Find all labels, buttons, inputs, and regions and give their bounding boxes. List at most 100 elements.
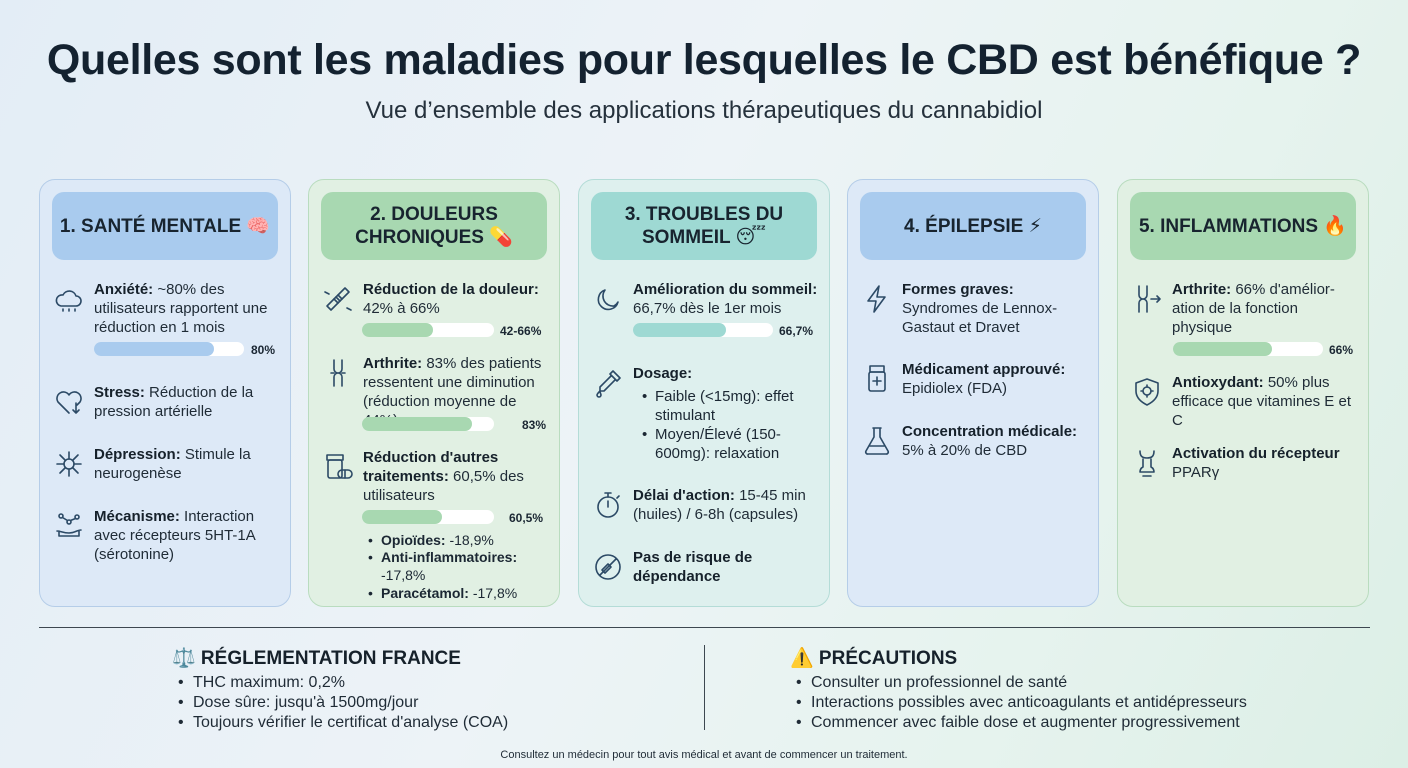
item-label: Stress:	[94, 384, 145, 401]
neuron-icon	[52, 447, 86, 481]
horizontal-divider	[39, 627, 1370, 628]
list-item: Arthrite: 83% des patients ressentent un…	[309, 354, 561, 432]
list-item: Médicament approuvé: Epidiolex (FDA)	[848, 360, 1100, 420]
list-item: Dosage:	[579, 364, 831, 424]
precautions-list: Consulter un professionnel de santé Inte…	[793, 673, 1247, 733]
list-item: Pas de risque de dépendance	[579, 548, 831, 608]
progress-label: 66%	[1329, 343, 1354, 357]
item-text: Réduction de la pression artérielle	[94, 384, 254, 420]
regulation-heading: ⚖️ RÉGLEMENTATION FRANCE	[172, 648, 461, 669]
progress-bar	[362, 417, 494, 431]
list-item: Arthrite: 66% d'amélior-ation de la fonc…	[1118, 280, 1370, 357]
item-label: Mécanisme:	[94, 508, 180, 525]
pill-bottle-icon	[321, 450, 355, 484]
list-item: Réduction de la douleur: 42% à 66% 42-66…	[309, 280, 561, 340]
item-text: 66,7% dès le 1er mois	[633, 300, 782, 317]
receptor-icon	[1130, 446, 1164, 480]
progress-fill	[1173, 342, 1272, 356]
precautions-heading: ⚠️ PRÉCAUTIONS	[790, 648, 958, 669]
card-header: 1. SANTÉ MENTALE 🧠	[52, 192, 278, 260]
heart-down-icon	[52, 385, 86, 419]
item-label: Antioxydant:	[1172, 374, 1264, 391]
item-text: 42% à 66%	[363, 300, 440, 317]
list-item: Dépression: Stimule la neurogenèse	[40, 445, 292, 505]
card-header: 4. ÉPILEPSIE ⚡	[860, 192, 1086, 260]
item-text: 83% des patients ressentent une diminuti…	[363, 355, 542, 429]
card-inflammation: 5. INFLAMMATIONS 🔥 Arthrite: 66% d'améli…	[1117, 179, 1369, 607]
sub-item: Anti-inflammatoires: -17,8%	[368, 548, 551, 584]
list-item: Délai d'action: 15-45 min (huiles) / 6-8…	[579, 486, 831, 546]
item-label: Concentration médicale:	[902, 423, 1078, 440]
sub-item: Paracétamol: -17,8%	[368, 584, 551, 602]
shield-icon	[1130, 375, 1164, 409]
progress-fill	[94, 342, 214, 356]
item-label: Réduction de la douleur:	[363, 281, 539, 298]
item-label: Dépression:	[94, 446, 181, 463]
progress-bar	[94, 342, 244, 356]
progress-fill	[362, 417, 472, 431]
item-label: Médicament approuvé:	[902, 361, 1066, 378]
item-text: Syndromes de Lennox-Gastaut et Dravet	[902, 300, 1058, 336]
card-chronic-pain: 2. DOULEURS CHRONIQUES 💊 Réduction de la…	[308, 179, 560, 607]
progress-bar	[362, 510, 494, 524]
list-item: Réduction d'autres traitements: 60,5% de…	[309, 448, 561, 525]
list-item: Concentration médicale: 5% à 20% de CBD	[848, 422, 1100, 482]
list-item: Consulter un professionnel de santé	[793, 673, 1247, 693]
item-label: Dosage:	[633, 365, 693, 382]
footer-note: Consultez un médecin pour tout avis médi…	[500, 749, 908, 761]
item-label: Réduction d'autres traitements:	[363, 449, 499, 485]
molecule-hand-icon	[52, 509, 86, 543]
card-header: 5. INFLAMMATIONS 🔥	[1130, 192, 1356, 260]
page-title: Quelles sont les maladies pour lesquelle…	[46, 36, 1362, 84]
list-item: Interactions possibles avec anticoagulan…	[793, 693, 1247, 713]
item-label: Formes graves:	[902, 281, 1014, 298]
card-mental-health: 1. SANTÉ MENTALE 🧠 Anxiété: ~80% des uti…	[39, 179, 291, 607]
flask-icon	[860, 424, 894, 458]
item-label: Pas de risque de dépendance	[633, 549, 753, 585]
item-text: 5% à 20% de CBD	[902, 442, 1028, 459]
dropper-icon	[591, 366, 625, 400]
progress-bar	[633, 323, 773, 337]
list-item: Toujours vérifier le certificat d'analys…	[175, 713, 508, 733]
no-addiction-icon	[591, 550, 625, 584]
joint-icon	[321, 356, 355, 390]
item-label: Activation du récepteur	[1172, 445, 1340, 462]
item-text: 60,5% des utilisateurs	[363, 468, 524, 504]
sub-item: Faible (<15mg): effet stimulant	[642, 387, 821, 425]
list-item: Mécanisme: Interaction avec récepteurs 5…	[40, 507, 292, 567]
progress-label: 60,5%	[509, 511, 544, 525]
item-label: Délai d'action:	[633, 487, 735, 504]
item-text: ~80% des utilisateurs rapportent une réd…	[94, 281, 268, 336]
progress-label: 80%	[251, 343, 276, 357]
bandage-icon	[321, 282, 355, 316]
lightning-icon	[860, 282, 894, 316]
item-label: Amélioration du sommeil:	[633, 281, 818, 298]
sub-item: Opioïdes: -18,9%	[368, 531, 551, 549]
progress-bar	[1173, 342, 1323, 356]
item-text: Epidiolex (FDA)	[902, 380, 1008, 397]
list-item: Antioxydant: 50% plus efficace que vitam…	[1118, 373, 1370, 433]
list-item: Commencer avec faible dose et augmenter …	[793, 713, 1247, 733]
regulation-list: THC maximum: 0,2% Dose sûre: jusqu'à 150…	[175, 673, 508, 733]
knee-joint-icon	[1130, 282, 1164, 316]
progress-label: 66,7%	[779, 324, 814, 338]
list-item: THC maximum: 0,2%	[175, 673, 508, 693]
medicine-bottle-icon	[860, 362, 894, 396]
item-text: PPARγ	[1172, 464, 1220, 481]
list-item: Formes graves: Syndromes de Lennox-Gasta…	[848, 280, 1100, 340]
progress-label: 42-66%	[500, 324, 542, 338]
item-text: Stimule la neurogenèse	[94, 446, 251, 482]
item-text: 66% d'amélior-ation de la fonction physi…	[1172, 281, 1335, 336]
item-text: 50% plus efficace que vitamines E et C	[1172, 374, 1351, 429]
list-item: Stress: Réduction de la pression artérie…	[40, 383, 292, 443]
item-label: Anxiété:	[94, 281, 154, 298]
progress-fill	[362, 323, 434, 337]
card-header: 3. TROUBLES DU SOMMEIL 😴	[591, 192, 817, 260]
list-item: Anxiété: ~80% des utilisateurs rapporten…	[40, 280, 292, 357]
card-epilepsy: 4. ÉPILEPSIE ⚡ Formes graves: Syndromes …	[847, 179, 1099, 607]
progress-fill	[362, 510, 442, 524]
vertical-divider	[704, 645, 705, 730]
list-item: Amélioration du sommeil: 66,7% dès le 1e…	[579, 280, 831, 340]
stopwatch-icon	[591, 488, 625, 522]
sub-item: Moyen/Élevé (150-600mg): relaxation	[642, 425, 821, 463]
